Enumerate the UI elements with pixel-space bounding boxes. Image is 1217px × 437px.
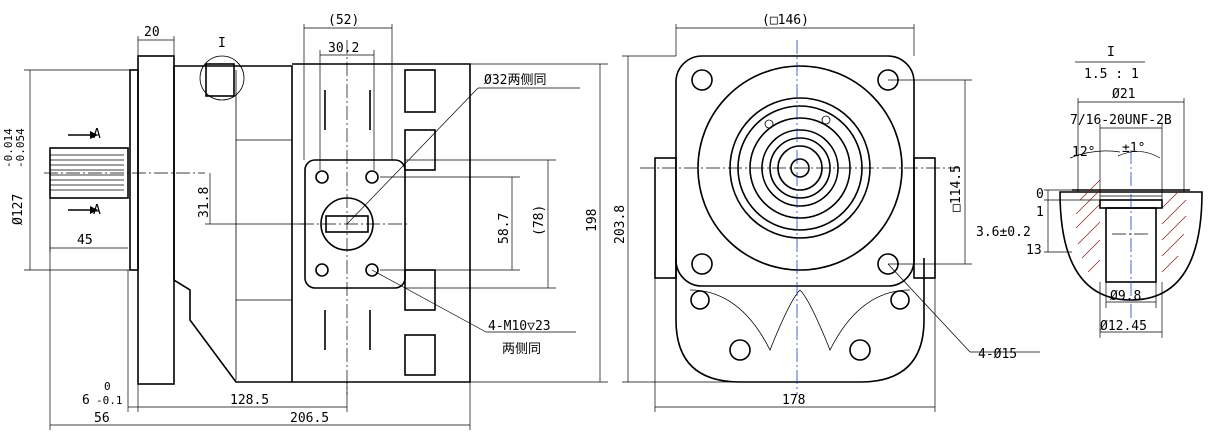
dim-114-5: □114.5 bbox=[888, 79, 972, 265]
dim-203-8-text: 203.8 bbox=[613, 205, 628, 244]
flange-pilot bbox=[129, 69, 139, 271]
detail-dim-13: 13 bbox=[1026, 243, 1042, 258]
dim-30-2-text: 30.2 bbox=[328, 41, 359, 56]
dim-6-text: 6 bbox=[82, 393, 90, 408]
thread-note-text-2: 两侧同 bbox=[502, 342, 541, 357]
detail-dim-12-45: Ø12.45 bbox=[1099, 282, 1163, 338]
square-flange bbox=[675, 55, 915, 287]
dim-114-5-text: □114.5 bbox=[949, 165, 964, 212]
shaft-tol-upper: -0.014 bbox=[2, 128, 15, 168]
dim-146: (□146) bbox=[675, 13, 915, 56]
lower-hole-left bbox=[729, 339, 751, 361]
dim-198: 198 bbox=[470, 63, 608, 383]
dim-178: 178 bbox=[654, 278, 936, 412]
shaft-tol-lower: -0.054 bbox=[14, 128, 27, 168]
detail-label: I bbox=[1107, 45, 1115, 60]
detail-angles: 12° ±1° bbox=[1069, 141, 1161, 160]
side-port-left bbox=[654, 157, 677, 279]
dim-20-text: 20 bbox=[144, 25, 160, 40]
pump-body-rear bbox=[292, 63, 471, 383]
dim-shaft-diameter: Ø127 -0.014 -0.054 bbox=[2, 69, 130, 271]
splined-shaft bbox=[44, 147, 205, 199]
dim-31-8-text: 31.8 bbox=[197, 187, 212, 218]
mounting-flange bbox=[137, 55, 175, 385]
dim-206-5: 206.5 bbox=[138, 382, 471, 430]
dim-206-5-text: 206.5 bbox=[290, 411, 329, 426]
thread-note-text: 4-M10▽23 bbox=[488, 319, 551, 334]
detail-dim-3-6: 3.6±0.2 bbox=[976, 225, 1031, 240]
dim-31-8: 31.8 bbox=[197, 173, 305, 225]
dim-6: 6 0 -0.1 bbox=[82, 270, 139, 412]
dim-56-text: 56 bbox=[94, 411, 110, 426]
detail-view: I 1.5 : 1 Ø21 bbox=[976, 45, 1203, 338]
dim-6-tol-lower: -0.1 bbox=[96, 394, 123, 407]
dim-146-text: (□146) bbox=[762, 13, 809, 28]
hole-note: 4-Ø15 bbox=[887, 263, 1040, 362]
detail-dim-21: Ø21 bbox=[1077, 87, 1185, 192]
front-body-lower bbox=[675, 258, 925, 383]
dim-178-text: 178 bbox=[782, 393, 805, 408]
detail-thread: 7/16-20UNF-2B bbox=[1070, 113, 1172, 200]
dim-20: 20 bbox=[137, 25, 175, 56]
dim-198-text: 198 bbox=[585, 209, 600, 232]
dim-45-text: 45 bbox=[77, 233, 93, 248]
dim-45: 45 bbox=[49, 198, 128, 252]
dim-78: (78) bbox=[405, 159, 556, 289]
dim-52: (52) bbox=[303, 13, 393, 160]
pump-body-front bbox=[173, 65, 293, 383]
dim-128-5: 128.5 bbox=[138, 382, 348, 412]
port-note-text: Ø32两侧同 bbox=[484, 73, 546, 88]
port-note: Ø32两侧同 bbox=[346, 73, 580, 225]
front-view: (□146) □114.5 203.8 178 4-Ø15 bbox=[613, 13, 1040, 412]
section-label-a-top: A bbox=[93, 127, 101, 142]
dim-203-8: 203.8 bbox=[613, 55, 740, 383]
dim-30-2: 30.2 bbox=[319, 41, 375, 170]
detail-hatching bbox=[1075, 179, 1187, 273]
detail-depth-dims: 0 1 3.6±0.2 13 bbox=[976, 187, 1100, 258]
dim-58-7-text: 58.7 bbox=[497, 213, 512, 244]
thread-note: 4-M10▽23 两侧同 bbox=[371, 269, 576, 357]
detail-marker: I bbox=[199, 36, 245, 101]
dim-52-text: (52) bbox=[328, 13, 359, 28]
detail-scale: 1.5 : 1 bbox=[1084, 67, 1139, 82]
section-a-marks: A A bbox=[68, 127, 101, 218]
port-flange bbox=[300, 40, 410, 395]
detail-dim-1: 1 bbox=[1036, 205, 1044, 220]
section-label-a-bottom: A bbox=[93, 203, 101, 218]
hole-note-text: 4-Ø15 bbox=[978, 347, 1017, 362]
dim-58-7: 58.7 bbox=[380, 176, 520, 271]
detail-dim-21-text: Ø21 bbox=[1112, 87, 1135, 102]
detail-angle-12: 12° bbox=[1072, 145, 1095, 160]
dim-56: 56 bbox=[49, 198, 138, 430]
detail-marker-label: I bbox=[218, 36, 226, 51]
dim-shaft-diameter-text: Ø127 bbox=[11, 194, 26, 225]
dim-128-5-text: 128.5 bbox=[230, 393, 269, 408]
dim-6-tol-upper: 0 bbox=[104, 380, 111, 393]
side-view: A A bbox=[2, 13, 608, 430]
detail-dim-9-8: Ø9.8 bbox=[1105, 282, 1157, 308]
detail-dim-9-8-text: Ø9.8 bbox=[1110, 289, 1141, 304]
detail-angle-tol: ±1° bbox=[1122, 141, 1145, 156]
detail-thread-text: 7/16-20UNF-2B bbox=[1070, 113, 1172, 128]
detail-dim-12-45-text: Ø12.45 bbox=[1100, 319, 1147, 334]
dim-78-text: (78) bbox=[532, 205, 547, 236]
body-details bbox=[236, 69, 436, 376]
detail-dim-0: 0 bbox=[1036, 187, 1044, 202]
lower-hole-right bbox=[849, 339, 871, 361]
